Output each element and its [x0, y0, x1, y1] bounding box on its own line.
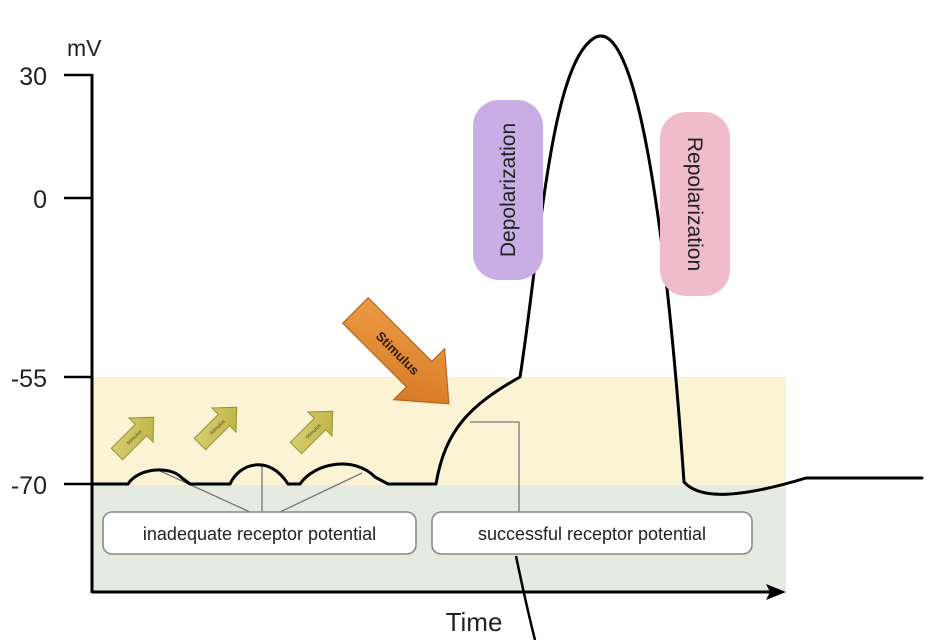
tick-label-30: 30	[19, 63, 47, 91]
small-stimulus-arrow-3: Stimulus	[289, 410, 334, 455]
membrane-potential-trace	[90, 34, 924, 496]
successful-receptor-box: successful receptor potential	[431, 511, 753, 555]
connector-lines	[157, 421, 520, 513]
repolarization-pill: Repolarization	[660, 112, 730, 296]
small-stimulus-arrow-1: Stimulus	[110, 416, 155, 461]
inadequate-receptor-label: inadequate receptor potential	[143, 524, 376, 544]
depolarization-pill: Depolarization	[473, 100, 543, 280]
y-unit-label: mV	[67, 35, 102, 61]
x-axis-label: Time	[446, 607, 503, 637]
inadequate-receptor-box: inadequate receptor potential	[102, 511, 417, 555]
repolarization-label: Repolarization	[683, 137, 706, 271]
tick-label-minus55: -55	[11, 365, 47, 393]
depolarization-label: Depolarization	[497, 123, 520, 257]
tick-label-minus70: -70	[11, 472, 47, 500]
trace-extension-line	[514, 555, 537, 640]
x-axis-arrowhead	[766, 584, 786, 600]
tick-label-0: 0	[33, 186, 47, 214]
small-stimulus-arrow-2: Stimulus	[193, 406, 238, 451]
successful-receptor-label: successful receptor potential	[478, 524, 706, 544]
